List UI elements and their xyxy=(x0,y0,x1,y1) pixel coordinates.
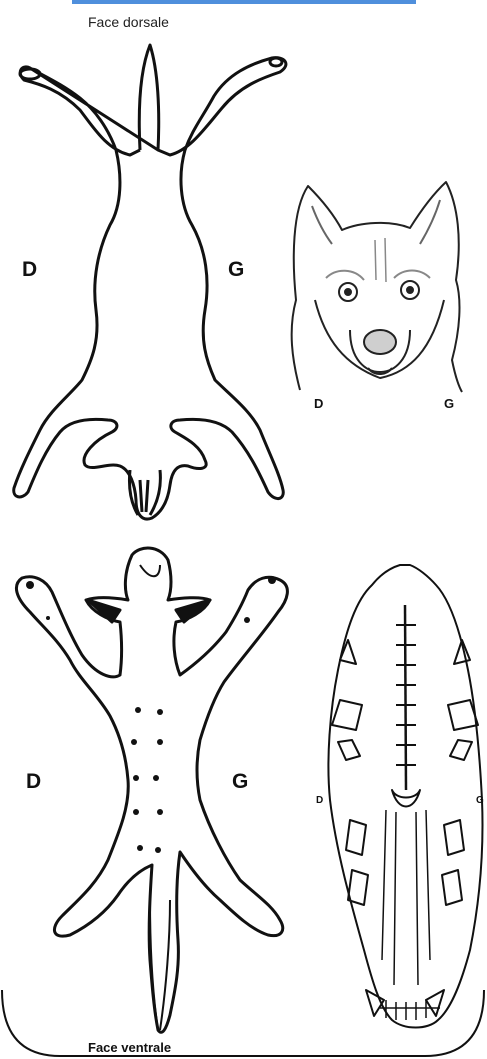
canine-left xyxy=(426,990,444,1016)
dorsal-left-paw xyxy=(270,58,282,66)
nipple xyxy=(133,775,139,781)
nipple xyxy=(137,845,143,851)
forehead-lines xyxy=(375,238,386,282)
label-palate-left: G xyxy=(476,795,484,806)
label-head-left: G xyxy=(444,396,454,411)
page-frame xyxy=(2,990,484,1056)
ventral-head xyxy=(140,565,160,576)
paw-mark xyxy=(46,616,50,620)
label-head-right: D xyxy=(314,396,323,411)
brow-right xyxy=(326,271,364,280)
ear-left-inner xyxy=(420,200,440,244)
palate-raphe xyxy=(405,605,406,790)
nipple xyxy=(155,847,161,853)
nipple xyxy=(135,707,141,713)
nipple xyxy=(157,739,163,745)
label-dorsal-right: D xyxy=(22,258,37,282)
label-palate-right: D xyxy=(316,795,323,806)
nipple xyxy=(153,775,159,781)
nasal-passages xyxy=(382,810,430,985)
brow-left xyxy=(394,271,430,279)
title-dorsal: Face dorsale xyxy=(88,14,169,30)
paw-mark xyxy=(26,581,34,589)
dorsal-body-outline xyxy=(14,45,286,519)
paw-mark xyxy=(244,617,250,623)
nipple xyxy=(133,809,139,815)
teeth-right-row xyxy=(332,640,368,905)
ventral-tail xyxy=(150,900,170,1030)
dorsal-tail xyxy=(139,45,158,150)
head-outline xyxy=(292,182,462,392)
nipple xyxy=(157,709,163,715)
dorsal-body xyxy=(14,58,286,519)
title-ventral: Face ventrale xyxy=(88,1040,171,1055)
teeth-left-row xyxy=(442,640,478,905)
nipple xyxy=(157,809,163,815)
canine-right xyxy=(366,990,384,1016)
palate-sketch xyxy=(328,565,482,1028)
label-ventral-left: G xyxy=(232,770,248,794)
paw-mark xyxy=(268,576,276,584)
ventral-ear-right xyxy=(88,600,120,622)
ear-right-inner xyxy=(312,206,332,244)
dog-head-sketch xyxy=(292,182,462,392)
ventral-ear-left xyxy=(176,600,210,622)
label-ventral-right: D xyxy=(26,770,41,794)
eye-left-pupil xyxy=(407,287,413,293)
eye-right-pupil xyxy=(345,289,351,295)
nipple xyxy=(131,739,137,745)
dog-nose xyxy=(364,330,396,354)
incisive-area xyxy=(392,790,420,807)
label-dorsal-left: G xyxy=(228,258,244,282)
